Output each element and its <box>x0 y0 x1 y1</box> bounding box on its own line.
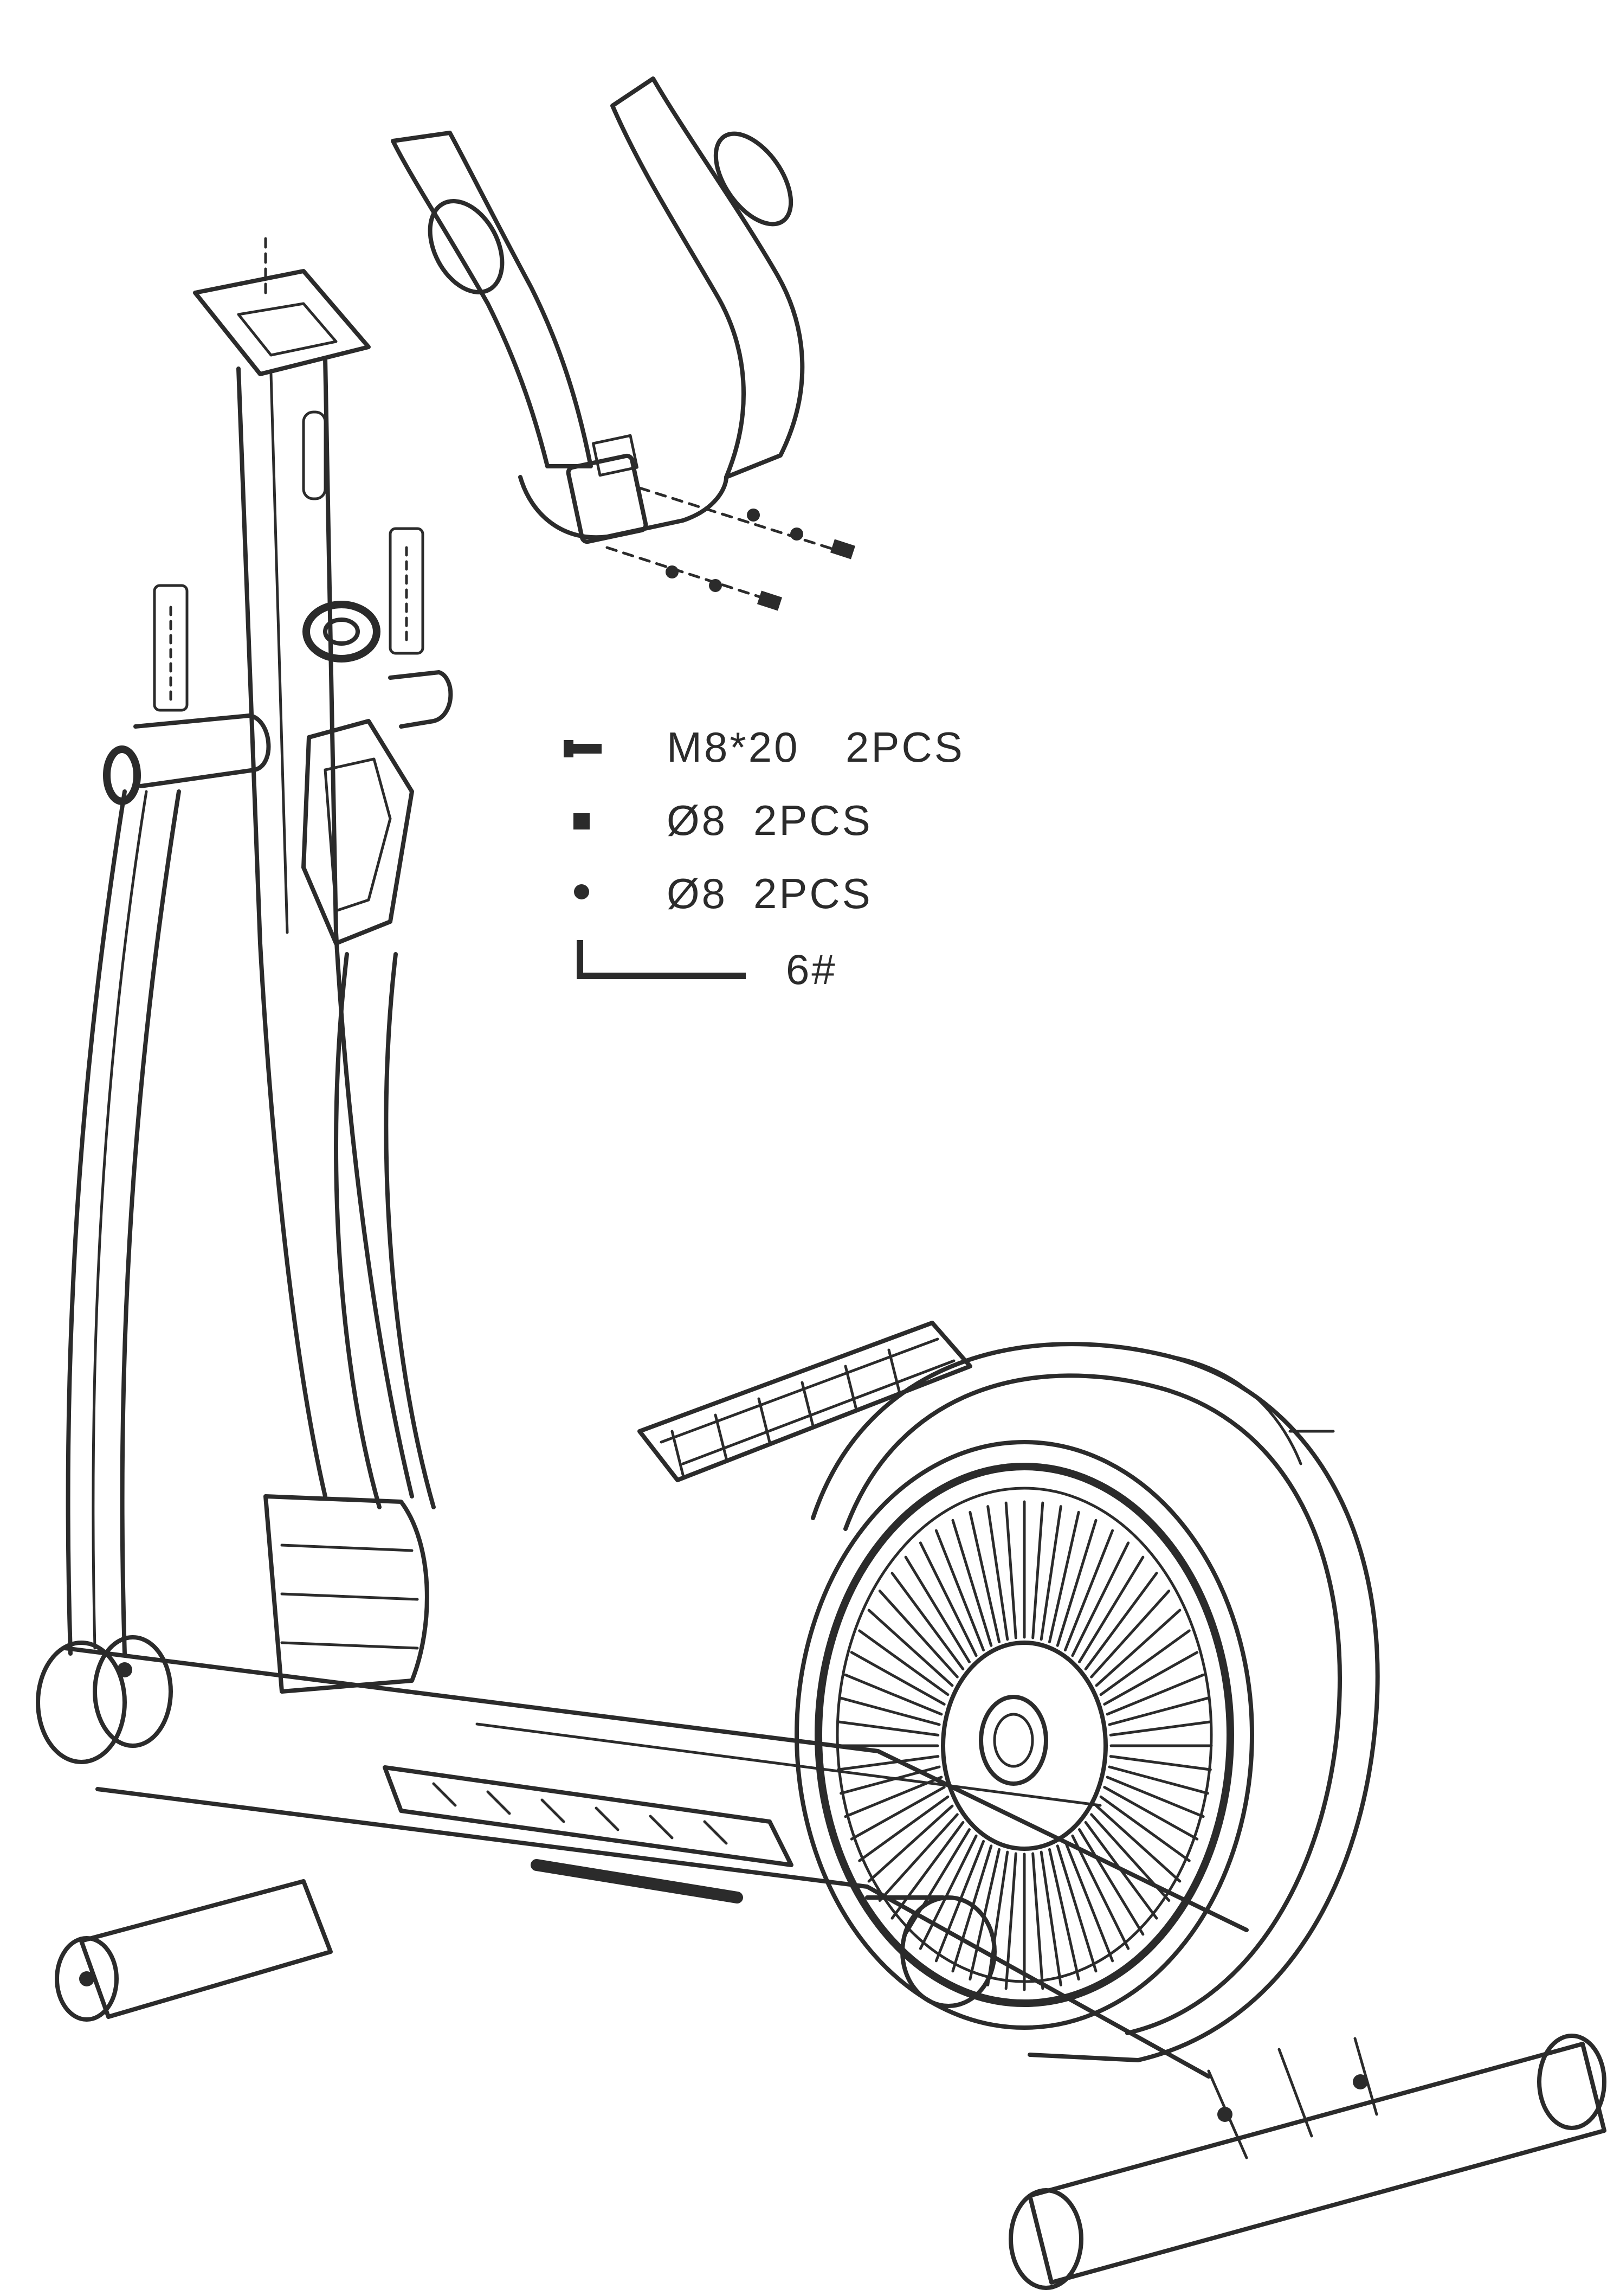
flywheel-spoke <box>919 1541 978 1657</box>
lock-washer-icon <box>574 884 589 899</box>
part-washer-qty: 2PCS <box>753 796 873 844</box>
flywheel-spoke <box>840 1765 941 1795</box>
front-stabilizer <box>79 1879 333 2019</box>
flywheel-spoke <box>878 1813 959 1902</box>
right-post <box>389 527 424 655</box>
flywheel-spoke <box>1109 1720 1212 1737</box>
part-lock-washer-qty: 2PCS <box>753 870 873 917</box>
flywheel-spoke <box>837 1755 940 1771</box>
flywheel-spoke <box>1004 1852 1017 1990</box>
flywheel-housing <box>795 1342 1380 2062</box>
flywheel-spoke <box>1063 1529 1114 1652</box>
flywheel-hub <box>941 1641 1108 1851</box>
flywheel-spoke <box>934 1529 985 1652</box>
rear-stabilizer <box>1028 2042 1606 2285</box>
flywheel-spoke <box>837 1720 940 1737</box>
main-mast <box>103 237 453 1498</box>
left-grip-pad <box>428 198 505 295</box>
flywheel-spoke <box>1108 1696 1209 1726</box>
flywheel-spoke <box>1004 1501 1017 1639</box>
flywheel-spoke <box>858 1629 950 1696</box>
base-frame <box>36 1494 1606 2290</box>
flywheel-spoke <box>844 1673 943 1716</box>
flywheel-spoke <box>1078 1828 1145 1936</box>
allen-wrench-icon <box>577 940 746 979</box>
flywheel-spoke <box>844 1776 943 1818</box>
handlebar-assembly <box>391 76 856 611</box>
bolt-icon <box>564 740 602 757</box>
right-arm <box>334 952 436 1509</box>
washer-icon <box>573 813 590 829</box>
flywheel-spokes <box>836 1500 1213 1991</box>
flywheel-spoke <box>1108 1765 1209 1795</box>
flywheel-spoke <box>1109 1755 1212 1771</box>
tool-label: 6# <box>786 946 837 993</box>
flywheel-spoke <box>867 1609 954 1687</box>
flywheel-spoke <box>1078 1555 1145 1663</box>
flywheel-spoke <box>1063 1840 1114 1963</box>
upper-pedal <box>637 1321 972 1482</box>
flywheel-spoke <box>878 1590 959 1678</box>
flywheel-spoke <box>1106 1673 1205 1716</box>
flywheel-spoke <box>1031 1852 1044 1990</box>
left-post <box>153 584 189 712</box>
flywheel-spoke <box>1048 1848 1080 1981</box>
lower-pedal <box>383 1765 793 1867</box>
flywheel-spoke <box>1090 1590 1171 1678</box>
right-grip-pad <box>713 131 793 227</box>
flywheel-spoke <box>951 1844 993 1973</box>
flywheel-spoke <box>919 1834 978 1950</box>
flywheel-spoke <box>850 1786 946 1841</box>
part-washer-spec: Ø8 <box>667 796 727 844</box>
left-arm <box>66 789 181 1656</box>
flywheel-spoke <box>1071 1541 1130 1657</box>
flywheel-outer <box>795 1440 1254 2030</box>
flywheel-spoke <box>1090 1813 1171 1902</box>
flywheel-spoke <box>1095 1804 1182 1883</box>
part-bolt-spec: M8*20 <box>667 723 799 771</box>
console-bracket <box>193 269 371 376</box>
part-lock-washer-spec: Ø8 <box>667 870 727 917</box>
handlebar-clamp <box>566 453 648 544</box>
flywheel-spoke <box>904 1828 971 1936</box>
flywheel-spoke <box>890 1821 965 1920</box>
flywheel-spoke <box>904 1555 971 1663</box>
flywheel-spoke <box>986 1850 1009 1986</box>
pivot-handle <box>301 719 414 946</box>
flywheel-spoke <box>1099 1795 1191 1862</box>
flywheel-spoke <box>840 1696 941 1726</box>
flywheel-spoke <box>858 1795 950 1862</box>
flywheel-spoke <box>1103 1786 1199 1841</box>
parts-legend: M8*20 2PCS Ø8 2PCS Ø8 2PCS 6# <box>564 723 965 993</box>
pedals <box>383 1321 972 1903</box>
flywheel-spoke <box>1031 1501 1044 1639</box>
flywheel-spoke <box>1099 1629 1191 1696</box>
flywheel-spoke <box>969 1510 1001 1644</box>
flywheel-spoke <box>890 1572 965 1671</box>
flywheel-spoke <box>850 1651 946 1706</box>
flywheel-spoke <box>986 1505 1009 1641</box>
flywheel-spoke <box>1084 1821 1158 1920</box>
flywheel-spoke <box>969 1848 1001 1981</box>
flywheel-spoke <box>867 1804 954 1883</box>
flywheel-spoke <box>1056 1844 1098 1973</box>
flywheel-spoke <box>1084 1572 1158 1671</box>
flywheel-spoke <box>1040 1850 1062 1986</box>
flywheel-spoke <box>1106 1776 1205 1818</box>
flywheel-spoke <box>1095 1609 1182 1687</box>
flywheel-spoke <box>1056 1519 1098 1647</box>
flywheel-spoke <box>1048 1510 1080 1644</box>
flywheel-spoke <box>951 1519 993 1647</box>
part-bolt-qty: 2PCS <box>846 723 965 771</box>
flywheel-spoke <box>1103 1651 1199 1706</box>
flywheel-spoke <box>1071 1834 1130 1950</box>
mast-sticker <box>302 410 327 500</box>
flywheel-spoke <box>1040 1505 1062 1641</box>
